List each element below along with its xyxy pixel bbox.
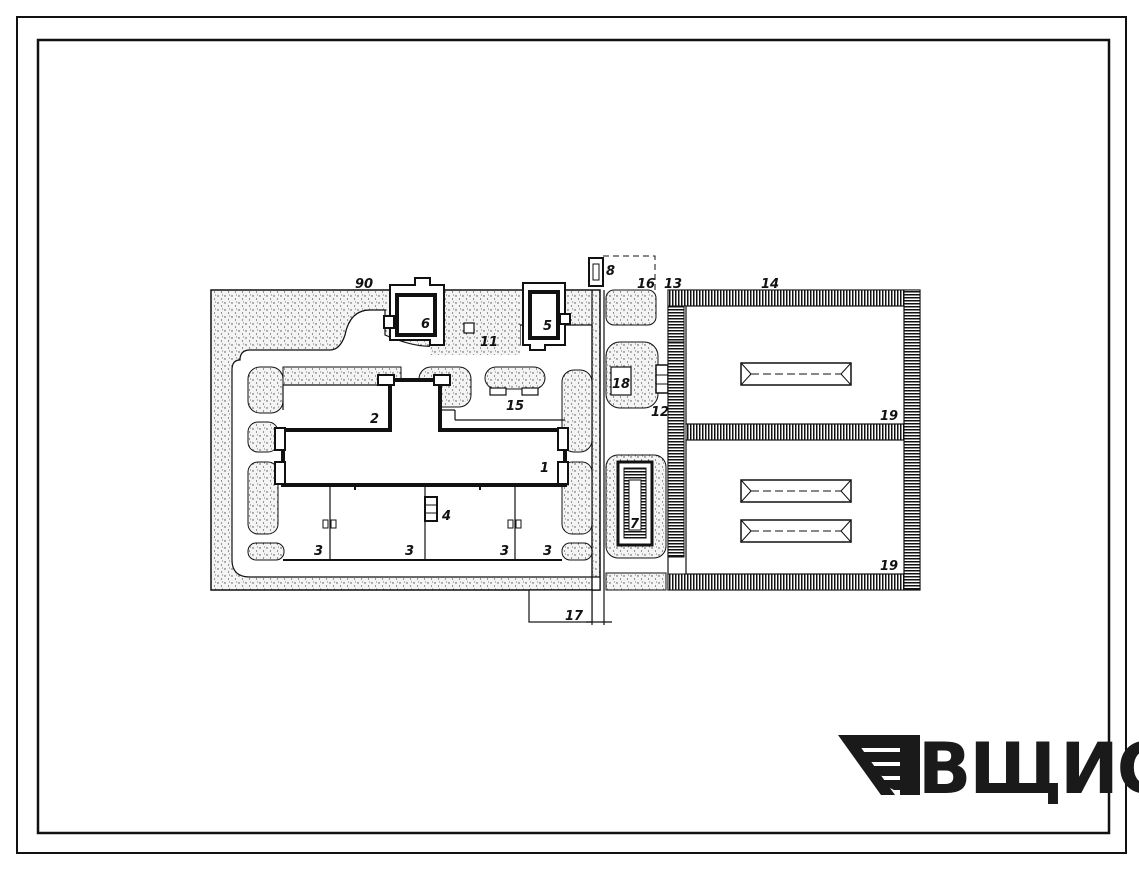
label-18: 18 bbox=[612, 377, 630, 392]
building-5 bbox=[522, 282, 571, 351]
label-15: 15 bbox=[506, 399, 524, 414]
label-19b: 19 bbox=[880, 559, 898, 574]
vniis-logo: ВЩИС bbox=[838, 728, 1139, 810]
label-8: 8 bbox=[606, 264, 615, 279]
label-6: 6 bbox=[421, 317, 430, 332]
label-13: 13 bbox=[664, 277, 682, 292]
fenced-yards bbox=[667, 289, 921, 591]
label-2: 2 bbox=[370, 412, 379, 427]
building-6 bbox=[383, 277, 445, 346]
paddocks bbox=[283, 485, 562, 561]
structure-15b bbox=[521, 387, 539, 396]
structure-15a bbox=[489, 387, 507, 396]
logo-emblem-icon bbox=[838, 735, 920, 795]
label-16: 16 bbox=[637, 277, 655, 292]
label-3a: 3 bbox=[314, 544, 323, 559]
label-5: 5 bbox=[543, 319, 552, 334]
label-3b: 3 bbox=[405, 544, 414, 559]
label-19a: 19 bbox=[880, 409, 898, 424]
inner-frame bbox=[36, 38, 1111, 835]
label-3d: 3 bbox=[543, 544, 552, 559]
label-1: 1 bbox=[540, 461, 549, 476]
central-road bbox=[528, 255, 656, 625]
label-4: 4 bbox=[441, 509, 451, 524]
label-12: 12 bbox=[651, 405, 669, 420]
label-17: 17 bbox=[565, 609, 584, 624]
label-11: 11 bbox=[480, 335, 498, 350]
service-strip bbox=[605, 289, 669, 591]
label-7: 7 bbox=[630, 517, 640, 532]
logo-text: ВЩИС bbox=[918, 728, 1139, 810]
small-structure bbox=[463, 322, 475, 334]
label-3c: 3 bbox=[500, 544, 509, 559]
label-14: 14 bbox=[761, 277, 779, 292]
label-90: 90 bbox=[355, 277, 373, 292]
outer-frame bbox=[16, 16, 1127, 854]
